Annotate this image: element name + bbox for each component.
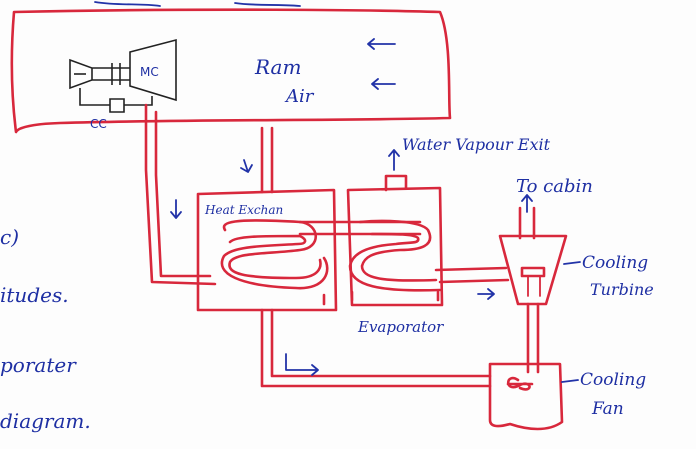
to-cabin-label: To cabin (516, 176, 593, 197)
margin-fragment-1: c) (0, 225, 19, 249)
cc-label: CC (90, 117, 107, 131)
ram-air-label-1: Ram (254, 55, 301, 79)
turbine-fan-shaft (528, 304, 538, 372)
heat-exchanger-coil-b (222, 236, 327, 288)
cooling-fan-label-2: Fan (591, 399, 624, 419)
ram-air-duct (262, 128, 272, 192)
turbine-rotor (522, 268, 544, 276)
cooling-fan-label-1: Cooling (580, 370, 646, 390)
evap-turbine-pipe (436, 268, 508, 282)
margin-fragment-2: itudes. (0, 283, 69, 307)
ram-air-label-2: Air (284, 86, 315, 107)
flow-arrow-ram-duct (241, 160, 252, 172)
cooling-turbine (500, 236, 566, 304)
cooling-turbine-label-1: Cooling (582, 253, 648, 273)
flow-arrow-to-turbine (478, 289, 494, 299)
turbine-rotor-stem (528, 276, 540, 296)
to-cabin-arrow (522, 195, 532, 212)
water-vapour-arrow (389, 150, 399, 170)
engine-bay-box (12, 10, 450, 132)
hx-evap-link (300, 222, 420, 234)
water-vapour-exit-label: Water Vapour Exit (402, 135, 551, 154)
cooling-turbine-label-2: Turbine (590, 280, 654, 299)
margin-fragment-3: porater (0, 353, 77, 377)
combustion-chamber (80, 88, 152, 112)
top-scribble (95, 2, 300, 6)
evaporator-coil-a (360, 221, 436, 281)
flow-arrow-to-fan (286, 354, 318, 375)
heat-exchanger-label: Heat Exchan (204, 203, 283, 217)
mc-label: MC (140, 65, 159, 79)
ram-air-arrow-1 (368, 39, 395, 49)
evaporator-feet (352, 292, 438, 300)
ram-air-arrow-2 (372, 79, 395, 89)
evaporator-label: Evaporator (357, 318, 444, 336)
compressor-turbine (70, 40, 176, 100)
margin-fragment-4: diagram. (0, 409, 91, 433)
fan-leader-line (562, 380, 578, 382)
cooling-fan-box (490, 364, 562, 429)
fan-blades (508, 378, 532, 389)
turbine-leader-line (564, 262, 580, 264)
evaporator-box (348, 188, 442, 305)
flow-arrow-down-left (171, 200, 181, 218)
